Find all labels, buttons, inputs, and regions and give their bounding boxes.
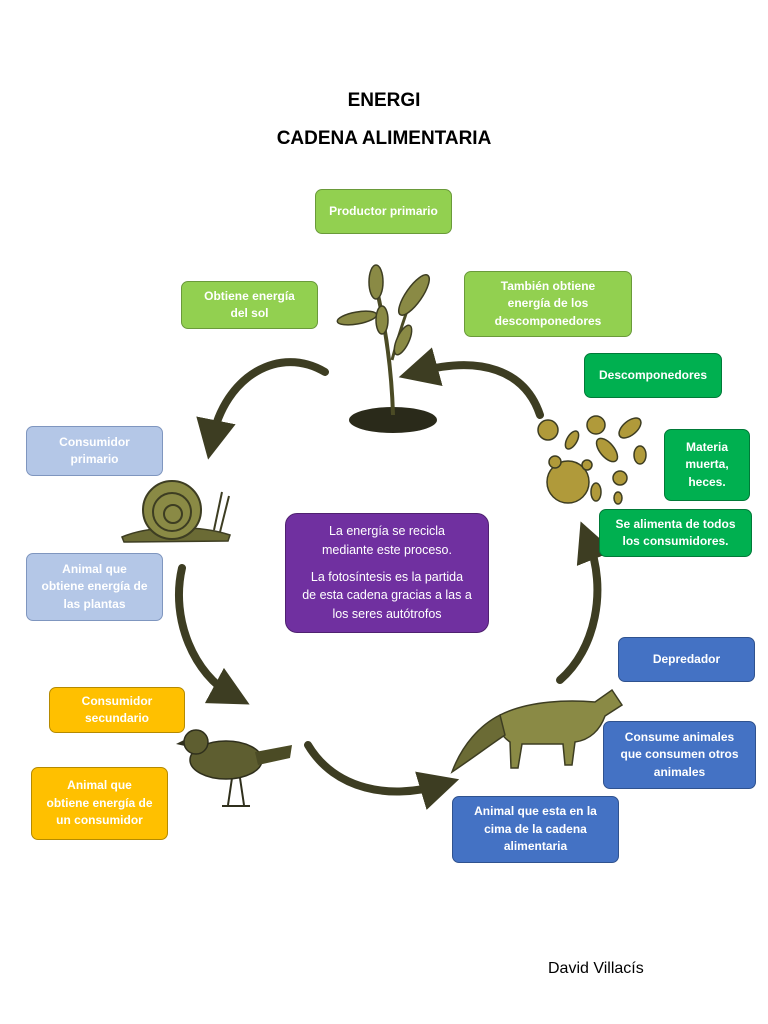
- arrow-decomposers-to-plant: [398, 347, 544, 419]
- author-name: David Villacís: [548, 960, 644, 977]
- arrow-bird-to-fox: [304, 741, 460, 810]
- box-animal-consumidor: Animal que obtiene energía de un consumi…: [31, 767, 168, 840]
- box-productor-primario: Productor primario: [315, 189, 452, 234]
- box-tambien-obtiene: También obtiene energía de los descompon…: [464, 271, 632, 337]
- box-consumidor-secundario: Consumidor secundario: [49, 687, 185, 733]
- box-materia-muerta: Materia muerta, heces.: [664, 429, 750, 501]
- box-center-info: La energía se recicla mediante este proc…: [285, 513, 489, 633]
- box-consume-animales: Consume animales que consumen otros anim…: [603, 721, 756, 789]
- arrow-snail-to-bird: [174, 564, 250, 705]
- bird-icon: [176, 729, 292, 807]
- box-cima-cadena: Animal que esta en la cima de la cadena …: [452, 796, 619, 863]
- box-consumidor-primario: Consumidor primario: [26, 426, 163, 476]
- box-obtiene-energia-sol: Obtiene energía del sol: [181, 281, 318, 329]
- title-cadena-alimentaria: CADENA ALIMENTARIA: [276, 128, 492, 149]
- center-text-2: La fotosíntesis es la partida de esta ca…: [302, 569, 472, 622]
- arrow-fox-to-decomposers: [556, 521, 614, 684]
- cycle-arrows: [174, 347, 614, 810]
- box-descomponedores: Descomponedores: [584, 353, 722, 398]
- bacteria-icon: [537, 415, 647, 505]
- box-animal-plantas: Animal que obtiene energía de las planta…: [26, 553, 163, 621]
- snail-icon: [121, 480, 231, 543]
- box-depredador: Depredador: [618, 637, 755, 682]
- box-se-alimenta: Se alimenta de todos los consumidores.: [599, 509, 752, 557]
- arrow-plant-to-snail: [196, 358, 329, 460]
- center-text-1: La energía se recicla mediante este proc…: [322, 524, 452, 557]
- plant-icon: [336, 264, 437, 433]
- title-energi: ENERGI: [347, 90, 421, 111]
- fox-icon: [450, 688, 624, 774]
